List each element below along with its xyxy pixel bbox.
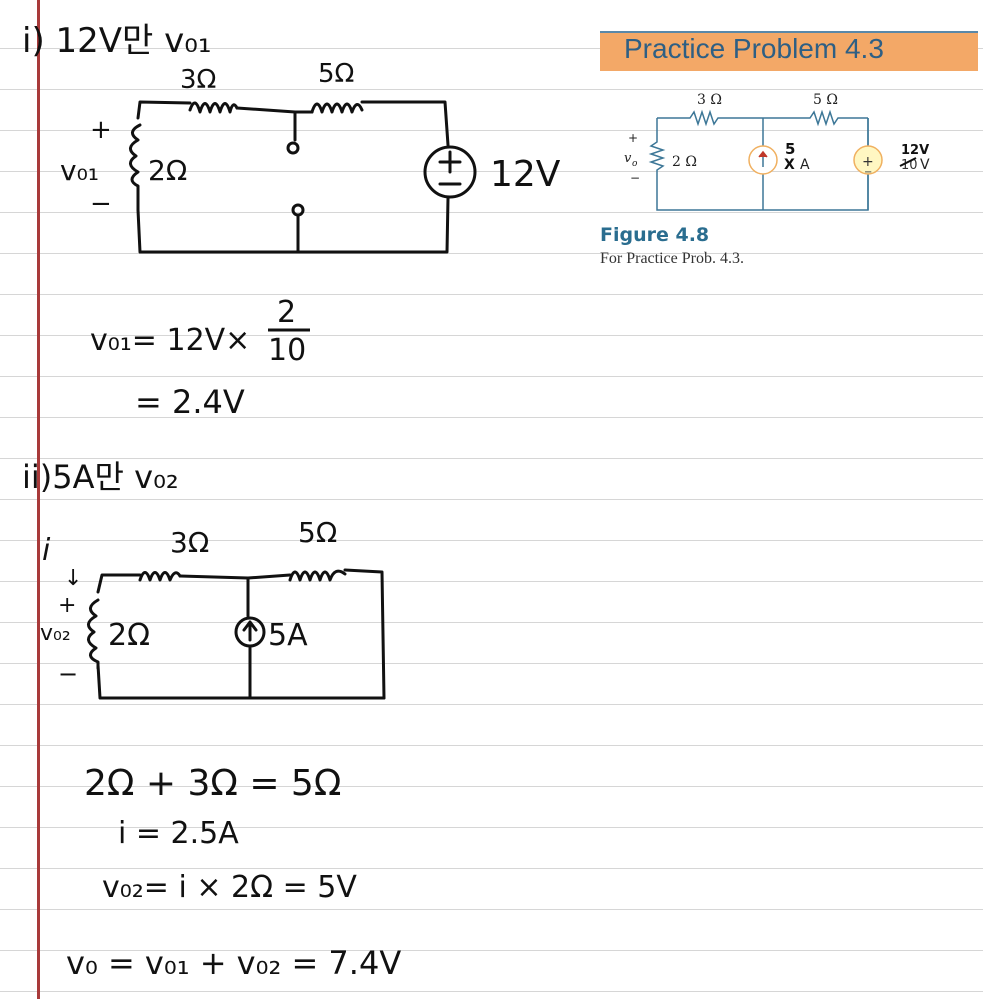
case2-v-label: v₀₂ [40,621,71,646]
fig-r1-label: 3 Ω [697,92,722,108]
figure-caption: For Practice Prob. 4.3. [600,250,744,267]
practice-title: Practice Problem 4.3 [624,33,884,64]
fig-voltage-edit: 12V [901,143,929,158]
fig-voltage-crossed: 10 [901,158,918,173]
case1-circuit [129,100,477,254]
fig-vo-sub: o [632,159,638,169]
case1-plus: + [90,115,112,145]
fig-current-unit: A [800,157,810,173]
case2-eq4: v₀ = v₀₁ + v₀₂ = 7.4V [66,944,401,982]
case2-circuit [87,568,386,700]
fig-voltage-strike [899,157,917,167]
case1-eq2: = 2.4V [135,383,245,421]
case2-heading: ii)5A만 v₀₂ [22,458,179,496]
case2-eq3: v₀₂= i × 2Ω = 5V [102,870,357,905]
figure-label: Figure 4.8 [600,224,710,246]
case2-plus: + [58,593,76,618]
fig-vsrc-plus: + [862,154,874,170]
case1-r2-label: 2Ω [148,154,187,187]
case2-r3-label: 3Ω [170,526,209,559]
case1-v-label: v₀₁ [60,154,99,187]
case2-r5-label: 5Ω [298,516,337,549]
case1-r3-label: 3Ω [180,65,216,95]
case2-i-label: i [42,533,51,568]
fig-r2-label: 5 Ω [813,92,838,108]
case1-eq1-num: 2 [277,295,296,330]
fig-current-edit: 5 [785,140,795,158]
case2-eq1: 2Ω + 3Ω = 5Ω [84,763,341,804]
case1-source-label: 12V [490,154,561,195]
case2-minus: − [58,660,78,688]
fig-vo-minus: − [630,171,640,185]
fig-r3-label: 2 Ω [672,154,697,170]
case1-minus: − [90,189,112,219]
practice-banner [600,31,978,71]
case1-eq1-den: 10 [268,333,306,368]
fig-voltage-unit: V [920,157,930,173]
fig-vsrc-minus: − [864,167,872,178]
fig-vo-plus: + [628,131,638,145]
textbook-circuit: 3 Ω 5 Ω 2 Ω + v o − + − 5 X A 12V 10 V [624,92,930,211]
case2-r2-label: 2Ω [108,618,150,653]
case1-heading: i) 12V만 v₀₁ [22,21,212,61]
fig-vo-label: v [624,151,632,166]
margin-line [37,0,40,999]
case2-arrow: ↓ [64,566,82,591]
fig-current-crossed: X [784,157,795,173]
case1-eq1: v₀₁= 12V× [90,323,250,358]
case2-source-label: 5A [268,618,308,653]
case1-r5-label: 5Ω [318,59,354,89]
case2-eq2: i = 2.5A [118,816,239,851]
